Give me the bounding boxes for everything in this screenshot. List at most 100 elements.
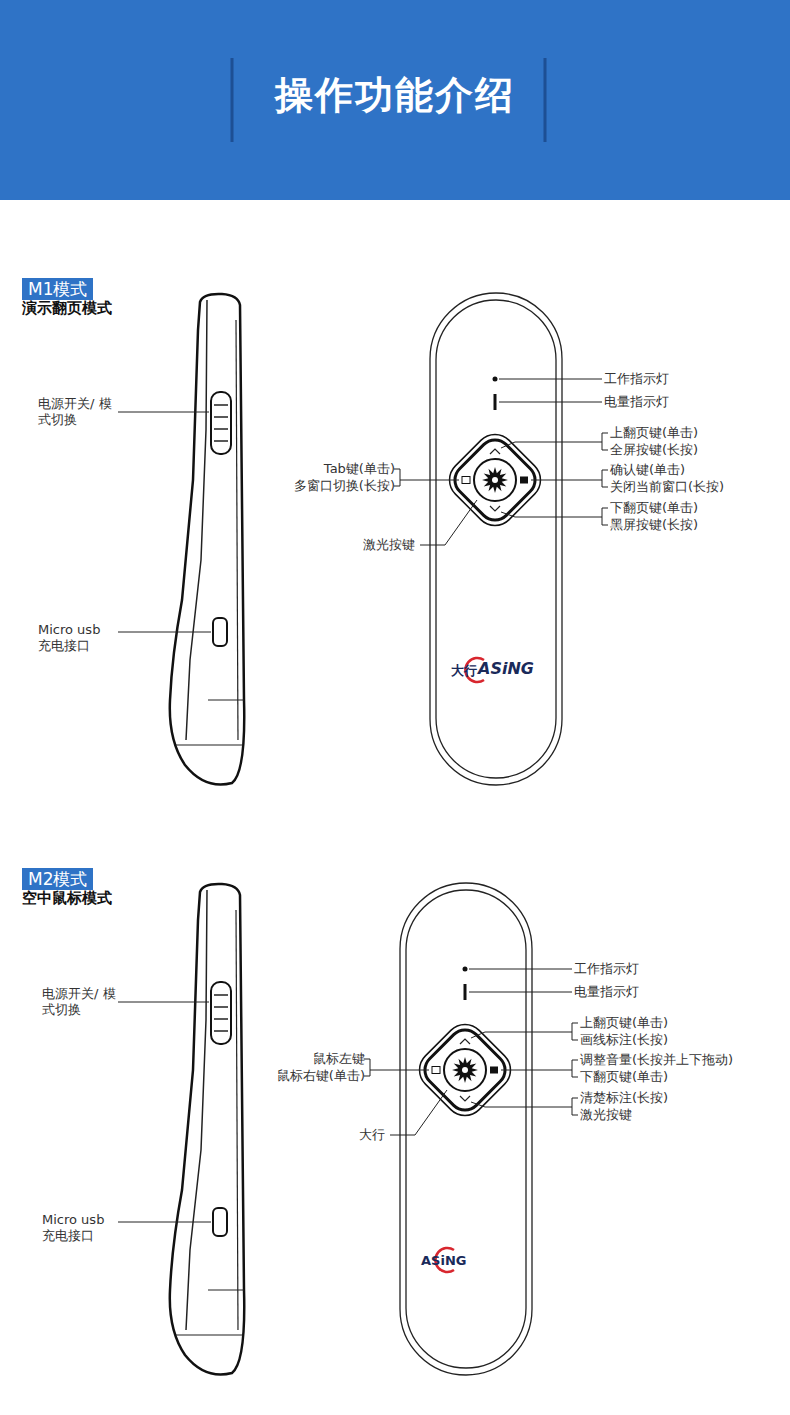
- housing-edge: [186, 890, 207, 1330]
- divider: [231, 58, 234, 142]
- housing-edge: [236, 320, 238, 740]
- brand-logo: 大行: [451, 663, 477, 679]
- leader-line: [501, 512, 602, 517]
- title: 操作功能介绍: [0, 70, 790, 120]
- leader-line: [400, 480, 459, 481]
- up-arrow: [460, 1039, 470, 1044]
- key-label: 下翻页键(单击): [610, 500, 698, 516]
- leader-line: [471, 1032, 572, 1038]
- bracket: [602, 433, 608, 450]
- switch-label: 电源开关/ 模式切换: [38, 396, 116, 428]
- power-switch: [211, 392, 231, 454]
- key-label: 调整音量(长按并上下拖动): [580, 1052, 733, 1068]
- mode-subtitle: 空中鼠标模式: [22, 890, 112, 906]
- side-view: [118, 884, 244, 1375]
- leader-line: [501, 1070, 572, 1071]
- key-label: 画线标注(长按): [580, 1032, 668, 1048]
- light-label: 工作指示灯: [574, 961, 639, 977]
- leader-line: [390, 1090, 447, 1135]
- bracket: [572, 1060, 578, 1077]
- mode-name: M2模式: [28, 869, 87, 889]
- key-label: 下翻页键(单击): [580, 1069, 668, 1085]
- key-label: Tab键(单击): [324, 461, 395, 477]
- housing-edge: [208, 1290, 244, 1291]
- leader-line: [420, 500, 477, 545]
- mode-tag: M1模式: [22, 278, 93, 300]
- mode-name: M1模式: [28, 279, 87, 299]
- down-arrow: [460, 1096, 470, 1101]
- work-light: [463, 967, 468, 972]
- switch-ridge: [214, 1006, 228, 1008]
- light-label: 工作指示灯: [604, 371, 669, 387]
- leader-line: [501, 442, 602, 448]
- side-view: [118, 294, 244, 785]
- usb-port: [213, 1208, 227, 1236]
- key-label: 上翻页键(单击): [610, 425, 698, 441]
- housing-edge: [208, 700, 244, 701]
- leader-line: [370, 1070, 429, 1071]
- bracket: [602, 470, 608, 487]
- key-label: 确认键(单击): [610, 462, 685, 478]
- leader-line: [531, 480, 602, 481]
- mode-tag: M2模式: [22, 868, 93, 890]
- leader-line: [471, 1102, 572, 1107]
- key-label: 多窗口切换(长按): [294, 478, 395, 494]
- up-arrow: [490, 449, 500, 454]
- front-view: [394, 293, 608, 785]
- housing-inner: [436, 300, 556, 778]
- leader-line: [499, 402, 602, 403]
- key-label: 激光按键: [363, 537, 415, 553]
- housing-outline: [170, 884, 244, 1375]
- housing-outline: [170, 294, 244, 785]
- leader-line: [118, 412, 209, 413]
- key-label: 清楚标注(长按): [580, 1090, 668, 1106]
- light-label: 电量指示灯: [574, 984, 639, 1000]
- bracket: [602, 508, 608, 525]
- switch-ridge: [214, 994, 228, 996]
- down-arrow: [490, 506, 500, 511]
- work-light: [493, 377, 498, 382]
- switch-ridge: [214, 440, 228, 442]
- key-label: 全屏按键(长按): [610, 442, 698, 458]
- housing-edge: [186, 300, 207, 740]
- leader-line: [118, 1002, 209, 1003]
- battery-light: [494, 394, 497, 410]
- leader-line: [118, 632, 211, 633]
- housing-inner: [406, 890, 526, 1368]
- leader-line: [469, 969, 572, 970]
- brand-logo: ASiNG: [478, 661, 534, 677]
- mode-subtitle: 演示翻页模式: [22, 300, 112, 316]
- remote-figure: [118, 883, 578, 1375]
- bracket: [572, 1098, 578, 1115]
- power-switch: [211, 982, 231, 1044]
- switch-ridge: [214, 428, 228, 430]
- key-label: 黑屏按键(长按): [610, 517, 698, 533]
- switch-ridge: [214, 1018, 228, 1020]
- title-band: [0, 0, 790, 200]
- front-view: [364, 883, 578, 1375]
- brand-logo: ASiNG: [421, 1253, 466, 1269]
- key-label: 大行: [359, 1127, 385, 1143]
- port-label: Micro usb 充电接口: [42, 1212, 120, 1244]
- housing-edge: [236, 910, 238, 1330]
- housing-edge: [176, 1334, 243, 1335]
- key-label: 激光按键: [580, 1107, 632, 1123]
- housing-edge: [176, 744, 243, 745]
- switch-ridge: [214, 404, 228, 406]
- key-label: 上翻页键(单击): [580, 1015, 668, 1031]
- battery-light: [464, 984, 467, 1000]
- remote-figure: [118, 293, 608, 785]
- key-label: 鼠标右键(单击): [277, 1068, 365, 1084]
- key-label: 关闭当前窗口(长按): [610, 479, 724, 495]
- switch-ridge: [214, 1030, 228, 1032]
- light-label: 电量指示灯: [604, 394, 669, 410]
- bracket: [572, 1023, 578, 1040]
- switch-ridge: [214, 416, 228, 418]
- leader-line: [499, 379, 602, 380]
- key-label: 鼠标左键: [313, 1051, 365, 1067]
- divider: [544, 58, 547, 142]
- usb-port: [213, 618, 227, 646]
- leader-line: [469, 992, 572, 993]
